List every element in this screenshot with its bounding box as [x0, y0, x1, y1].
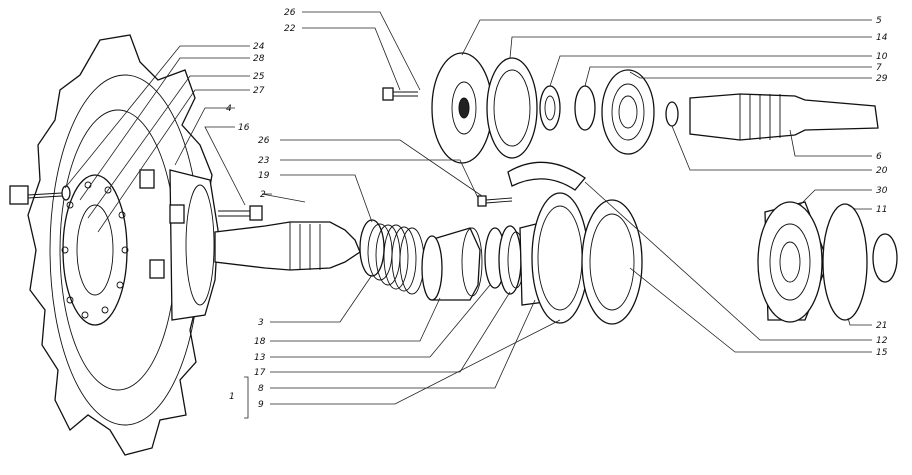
leader-lines	[64, 11, 872, 419]
plate-14	[486, 57, 538, 159]
seal-cylinder	[421, 227, 483, 301]
circlip-21	[872, 233, 898, 283]
part-label-19: 19	[258, 171, 270, 181]
part-label-15: 15	[876, 348, 888, 358]
flange-5	[431, 52, 493, 164]
ring-20	[665, 101, 679, 127]
bolt-26	[382, 87, 418, 101]
part-label-17: 17	[254, 368, 266, 378]
part-label-2: 2	[260, 190, 266, 200]
bearing-29	[601, 69, 655, 155]
cover-plate	[531, 192, 589, 324]
part-label-5: 5	[876, 16, 882, 26]
part-label-7: 7	[876, 63, 882, 73]
part-label-23: 23	[258, 156, 270, 166]
spring-rings	[359, 219, 425, 295]
part-label-14: 14	[876, 33, 888, 43]
part-label-18: 18	[254, 337, 266, 347]
bolt-24	[9, 185, 71, 205]
part-label-26a: 26	[284, 8, 296, 18]
bearing-30	[757, 201, 829, 323]
hub-flange	[139, 169, 219, 321]
part-label-25: 25	[253, 72, 265, 82]
part-label-30: 30	[876, 186, 888, 196]
part-label-1: 1	[229, 392, 235, 402]
part-label-21: 21	[876, 321, 887, 331]
part-label-28: 28	[253, 54, 265, 64]
part-label-4: 4	[226, 104, 232, 114]
part-label-12: 12	[876, 336, 888, 346]
part-label-26b: 26	[258, 136, 270, 146]
pinion-shaft-6	[689, 93, 879, 141]
ring-11	[822, 203, 868, 321]
rings-13-17	[484, 225, 525, 295]
part-label-9: 9	[258, 400, 264, 410]
part-label-6: 6	[876, 152, 882, 162]
bolt-23	[477, 195, 513, 207]
part-label-11: 11	[876, 205, 887, 215]
part-label-20: 20	[876, 166, 888, 176]
half-ring-12	[507, 161, 586, 191]
ring-10	[539, 85, 561, 131]
part-label-22: 22	[284, 24, 296, 34]
part-label-24: 24	[253, 42, 265, 52]
ring-7	[574, 85, 596, 131]
bolt-16	[218, 205, 263, 221]
part-label-13: 13	[254, 353, 266, 363]
drive-shaft	[214, 221, 361, 271]
part-label-8: 8	[258, 384, 264, 394]
part-label-10: 10	[876, 52, 888, 62]
part-label-16: 16	[238, 123, 250, 133]
part-label-3: 3	[258, 318, 264, 328]
part-label-29: 29	[876, 74, 888, 84]
part-label-27: 27	[253, 86, 265, 96]
gasket	[581, 199, 643, 325]
part-labels: 2622242825274162623192514107296203011211…	[226, 8, 888, 410]
